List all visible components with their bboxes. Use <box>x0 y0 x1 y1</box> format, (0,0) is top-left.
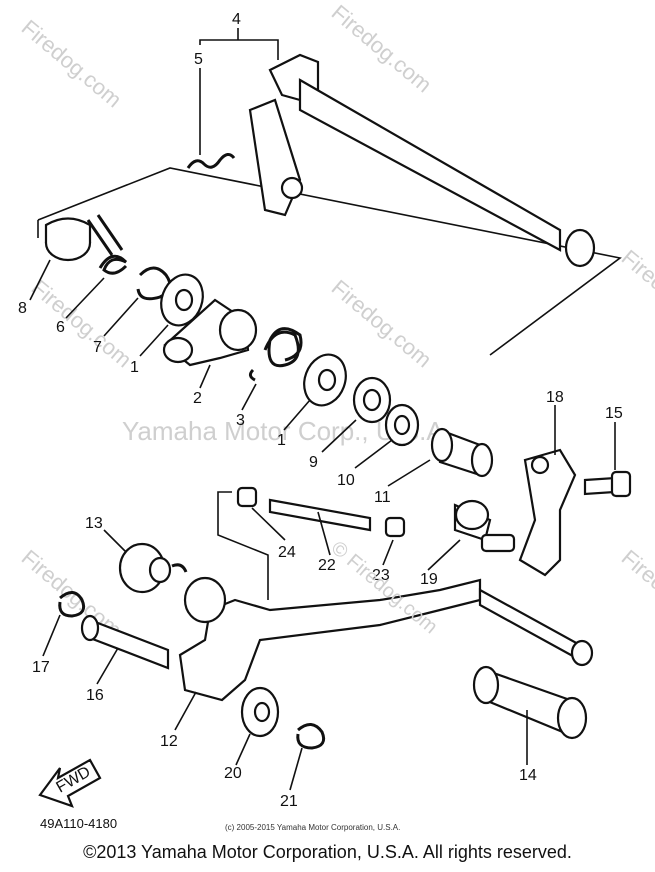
label-20: 20 <box>224 765 242 782</box>
label-14: 14 <box>519 767 537 784</box>
label-17: 17 <box>32 659 50 676</box>
label-6: 6 <box>56 319 65 336</box>
torsion-spring-6 <box>86 214 128 275</box>
label-7: 7 <box>93 339 102 356</box>
collar-8 <box>44 217 92 262</box>
small-spring <box>186 153 236 169</box>
shift-lever-2 <box>162 298 258 367</box>
shift-pedal-12 <box>178 576 594 702</box>
label-13: 13 <box>85 515 103 532</box>
washer-10 <box>384 403 420 447</box>
fwd-arrow-icon: FWD <box>38 758 102 808</box>
bearing-9 <box>352 376 392 424</box>
nut-24 <box>236 486 258 508</box>
label-19: 19 <box>420 571 438 588</box>
part-code: 49A110-4180 <box>40 816 118 831</box>
label-11: 11 <box>374 489 391 506</box>
nut-23 <box>384 516 406 538</box>
return-spring-3 <box>248 327 303 382</box>
label-2: 2 <box>193 390 202 407</box>
shift-arm-18 <box>518 448 577 577</box>
label-5: 5 <box>194 51 203 68</box>
circlip-17 <box>58 591 86 618</box>
leader-lines <box>29 28 616 791</box>
washer-1b <box>303 353 347 407</box>
label-15: 15 <box>605 405 623 422</box>
bolt-15 <box>583 470 632 498</box>
label-22: 22 <box>318 557 336 574</box>
label-23: 23 <box>372 567 390 584</box>
watermark-site-1: Firedog.com <box>17 15 127 113</box>
assembly-outline-upper <box>37 167 622 356</box>
footer-copyright: ©2013 Yamaha Motor Corporation, U.S.A. A… <box>83 842 572 862</box>
leader-24-bracket <box>217 491 232 505</box>
boot-13 <box>118 542 188 594</box>
label-1a: 1 <box>130 359 139 376</box>
small-copyright: (c) 2005-2015 Yamaha Motor Corporation, … <box>225 823 401 832</box>
label-1b: 1 <box>277 432 286 449</box>
pedal-rubber-14 <box>472 665 588 740</box>
collar-11 <box>430 427 494 478</box>
washer-1a <box>160 273 204 327</box>
label-4: 4 <box>232 11 241 28</box>
label-21: 21 <box>280 793 298 810</box>
watermark-site-2: Firedog.com <box>327 0 437 97</box>
watermark-site-4: Firedog.com <box>327 275 437 373</box>
circlip-21 <box>296 723 326 750</box>
washer-20 <box>240 686 280 738</box>
leader-lever-bracket <box>217 505 269 600</box>
label-12: 12 <box>160 733 178 750</box>
watermark-site-3: Firedog.com <box>27 275 137 373</box>
label-24: 24 <box>278 544 296 561</box>
label-8: 8 <box>18 300 27 317</box>
shift-rod-22 <box>268 498 372 532</box>
pivot-shaft-16 <box>80 614 170 670</box>
watermark-site-6: Firedog.com <box>617 545 655 643</box>
label-9: 9 <box>309 454 318 471</box>
rod-end-19 <box>453 499 516 553</box>
label-16: 16 <box>86 687 104 704</box>
part-labels: 4 5 8 6 7 1 2 3 1 9 10 11 18 15 13 24 22… <box>18 11 623 810</box>
label-3: 3 <box>236 412 245 429</box>
shift-shaft <box>248 53 596 268</box>
label-18: 18 <box>546 389 564 406</box>
label-10: 10 <box>337 472 355 489</box>
watermark-site-7: Firedog.com <box>617 245 655 343</box>
